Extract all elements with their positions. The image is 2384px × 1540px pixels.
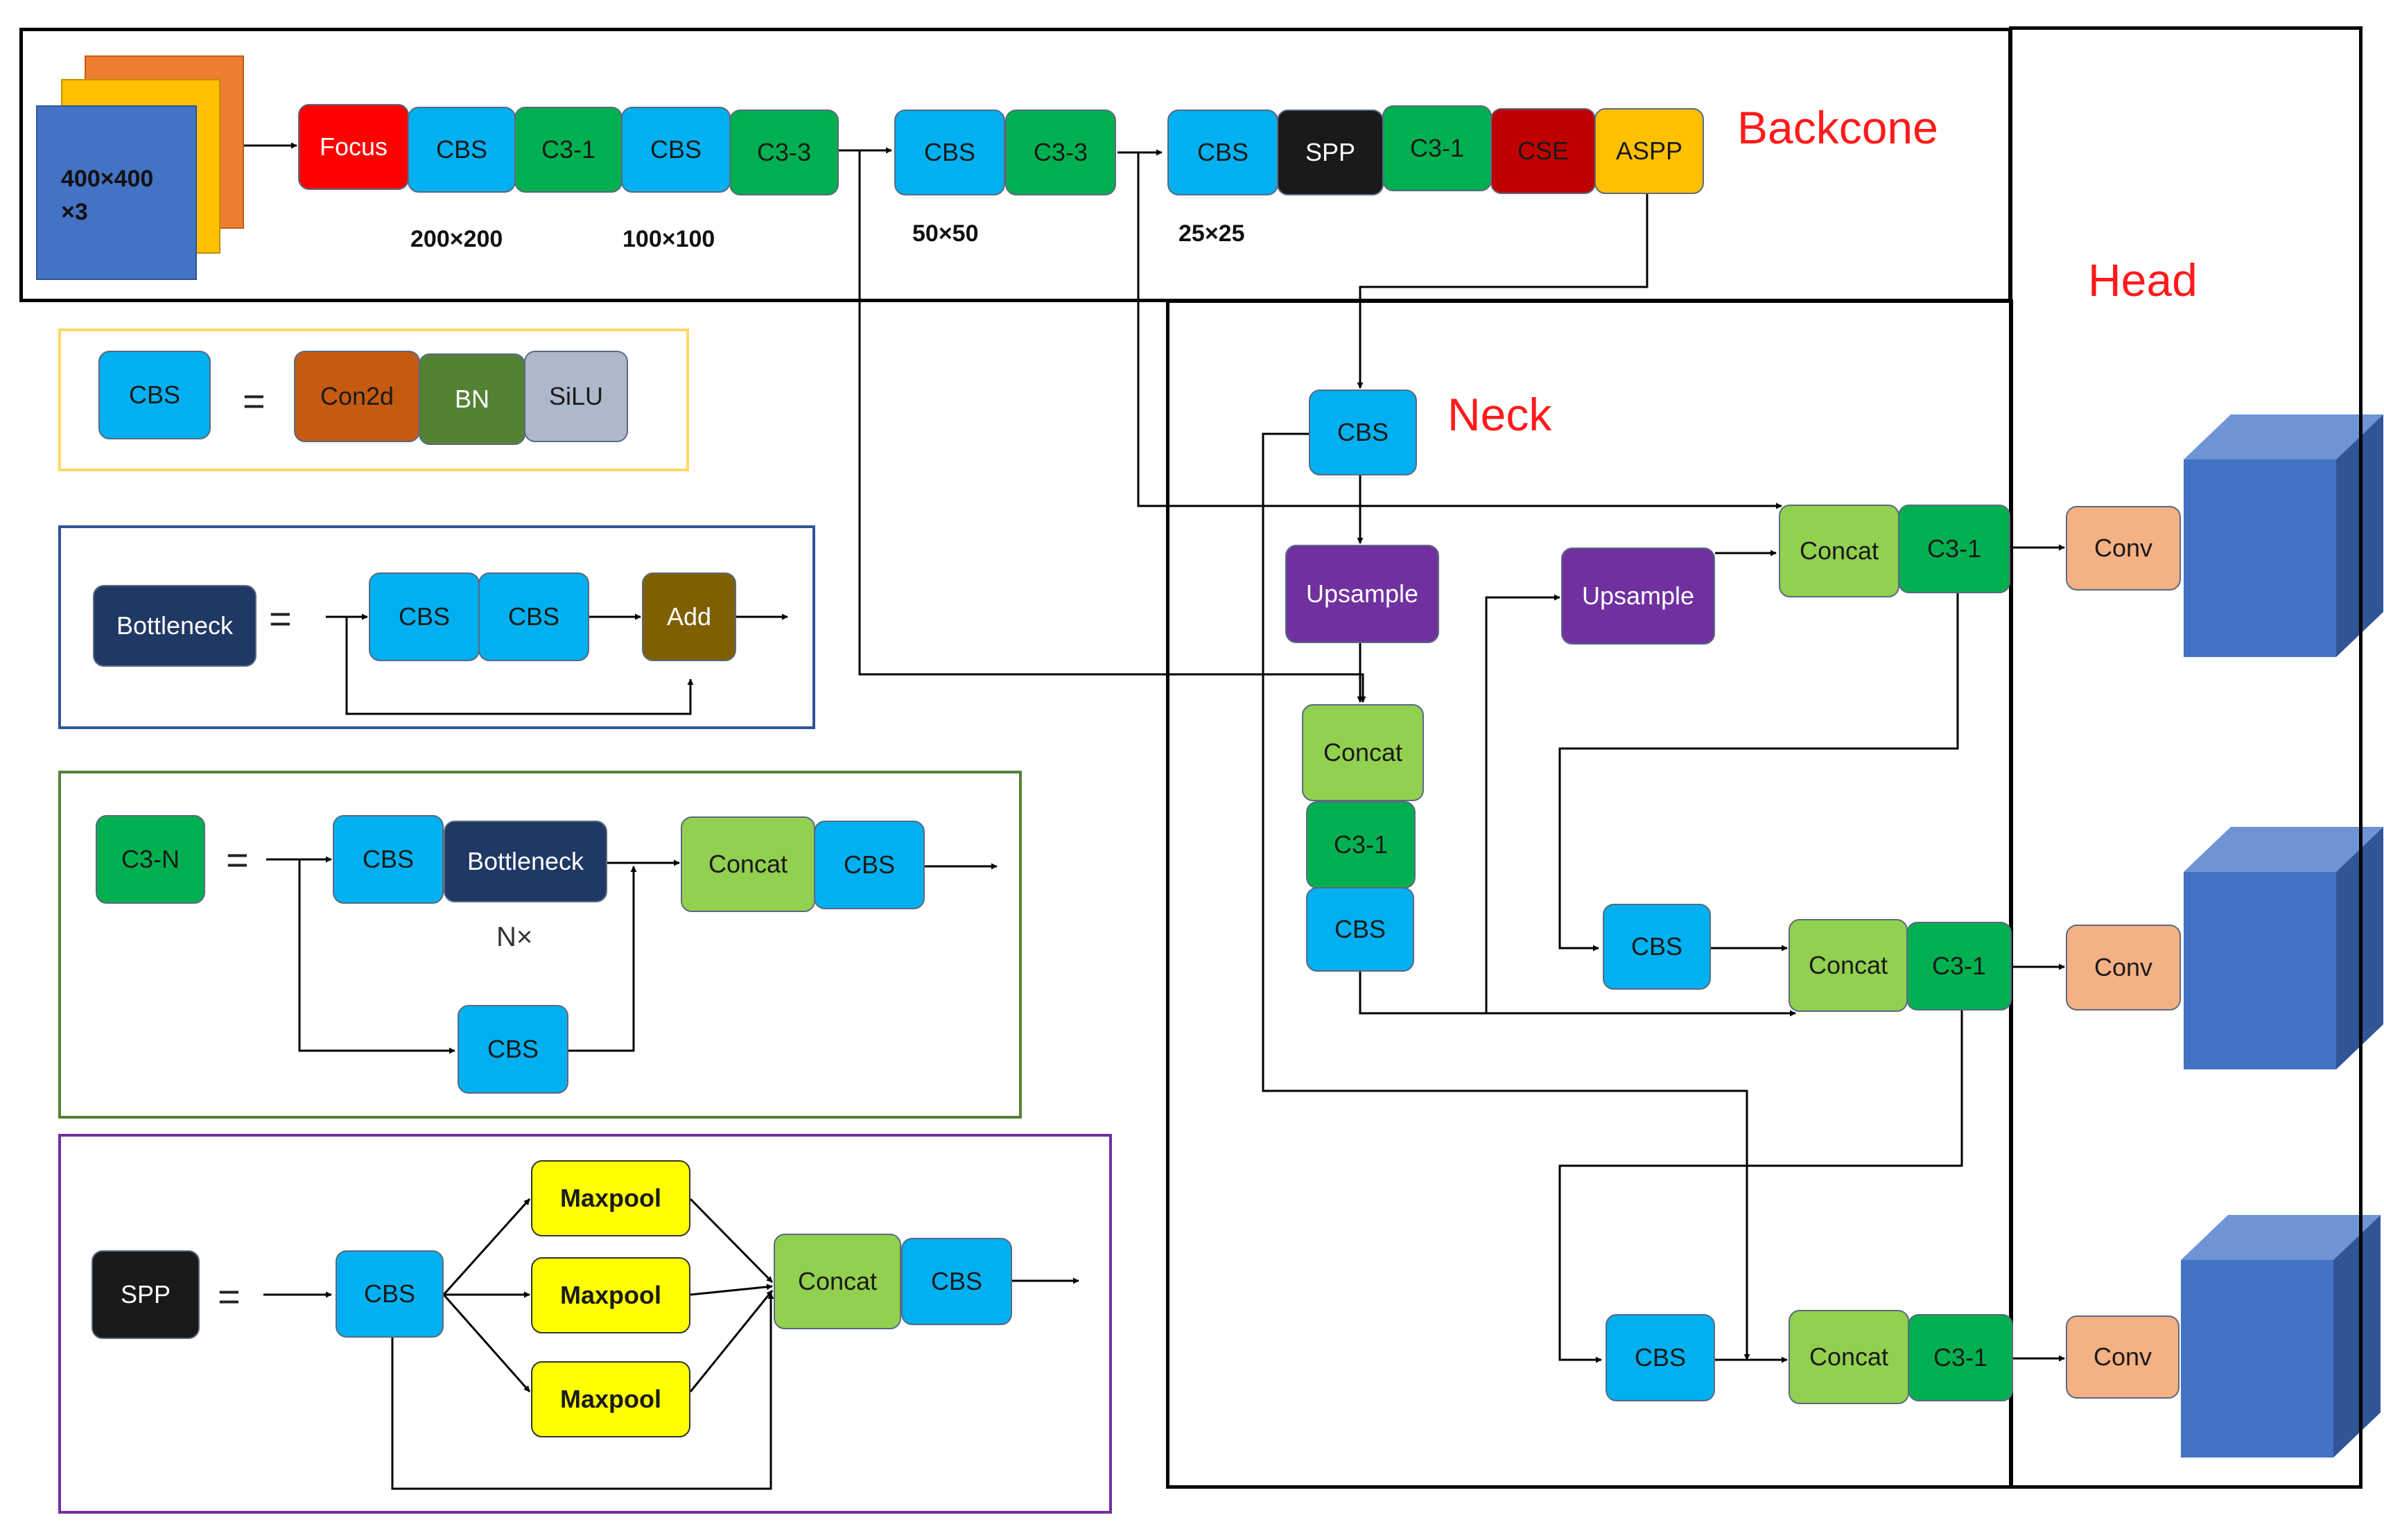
input-size-line1: 400×400 bbox=[61, 166, 154, 192]
legend-add: Add bbox=[642, 572, 736, 661]
legend-spp-equals: = bbox=[218, 1275, 241, 1318]
neck-cbs-r2: CBS bbox=[1603, 904, 1711, 990]
backbone-title: Backcone bbox=[1737, 102, 1938, 153]
legend-cbs-frame bbox=[58, 329, 689, 471]
neck-c3-1-r2: C3-1 bbox=[1906, 922, 2012, 1010]
backbone-spp: SPP bbox=[1277, 110, 1384, 195]
head-output-cube-2 bbox=[2184, 827, 2383, 1069]
legend-silu: SiLU bbox=[524, 351, 628, 442]
neck-c3-1-a: C3-1 bbox=[1306, 801, 1416, 889]
legend-spp-lhs: SPP bbox=[92, 1250, 200, 1339]
backbone-c3-1: C3-1 bbox=[514, 107, 623, 193]
legend-c3-concat: Concat bbox=[681, 816, 815, 912]
head-output-cube-1 bbox=[2184, 414, 2383, 657]
backbone-cbs-2: CBS bbox=[621, 107, 731, 193]
legend-spp-concat: Concat bbox=[774, 1234, 901, 1329]
legend-spp-cbs: CBS bbox=[336, 1250, 444, 1338]
legend-c3-frame bbox=[58, 771, 1022, 1119]
legend-cbs-lhs: CBS bbox=[98, 351, 211, 439]
legend-c3-equals: = bbox=[226, 838, 249, 882]
neck-title: Neck bbox=[1447, 389, 1552, 440]
legend-maxpool-1: Maxpool bbox=[531, 1160, 690, 1236]
head-conv-2: Conv bbox=[2066, 925, 2181, 1010]
legend-bottleneck-cbs-2: CBS bbox=[478, 572, 589, 661]
neck-cbs-mid: CBS bbox=[1306, 887, 1414, 972]
neck-upsample-1: Upsample bbox=[1285, 545, 1439, 643]
backbone-c3-1-b: C3-1 bbox=[1382, 105, 1492, 191]
head-conv-1: Conv bbox=[2066, 506, 2181, 590]
backbone-cbs-3: CBS bbox=[894, 110, 1005, 195]
legend-bottleneck-equals: = bbox=[269, 597, 292, 640]
dim-25: 25×25 bbox=[1178, 220, 1245, 247]
neck-concat-top: Concat bbox=[1779, 505, 1899, 597]
head-frame bbox=[2009, 26, 2363, 1489]
backbone-cbs-1: CBS bbox=[408, 107, 516, 193]
neck-c3-1-top: C3-1 bbox=[1898, 505, 2010, 593]
head-title: Head bbox=[2088, 254, 2198, 306]
legend-c3-cbs-b: CBS bbox=[458, 1005, 568, 1094]
legend-bn: BN bbox=[419, 353, 525, 445]
neck-concat-r3: Concat bbox=[1789, 1310, 1909, 1404]
neck-concat-1: Concat bbox=[1302, 704, 1424, 801]
neck-c3-1-r3: C3-1 bbox=[1908, 1314, 2013, 1401]
neck-cbs-r3: CBS bbox=[1606, 1314, 1715, 1401]
backbone-c3-3-b: C3-3 bbox=[1005, 110, 1116, 195]
legend-spp-cbs-out: CBS bbox=[901, 1238, 1012, 1325]
backbone-c3-3-a: C3-3 bbox=[729, 110, 839, 195]
backbone-cbs-4: CBS bbox=[1167, 110, 1278, 195]
input-size-label: 400×400 ×3 bbox=[61, 162, 153, 229]
backbone-aspp: ASPP bbox=[1594, 108, 1704, 194]
legend-c3-lhs: C3-N bbox=[96, 815, 205, 904]
legend-spp-frame bbox=[58, 1134, 1112, 1514]
legend-c3-cbs-c: CBS bbox=[814, 821, 925, 909]
neck-concat-r2: Concat bbox=[1789, 919, 1908, 1012]
legend-c3-bottleneck: Bottleneck bbox=[444, 821, 607, 902]
legend-c3-cbs-a: CBS bbox=[333, 815, 444, 904]
legend-bottleneck-frame bbox=[58, 525, 815, 729]
legend-maxpool-2: Maxpool bbox=[531, 1257, 690, 1333]
legend-bottleneck-cbs-1: CBS bbox=[369, 572, 480, 661]
dim-50: 50×50 bbox=[912, 220, 979, 247]
neck-upsample-2: Upsample bbox=[1561, 548, 1715, 645]
legend-bottleneck-lhs: Bottleneck bbox=[93, 585, 256, 667]
input-image: 400×400 ×3 bbox=[36, 105, 197, 280]
backbone-cse: CSE bbox=[1490, 108, 1596, 194]
head-output-cube-3 bbox=[2181, 1215, 2381, 1458]
legend-conv2d: Con2d bbox=[294, 351, 420, 442]
legend-cbs-equals: = bbox=[243, 379, 266, 423]
head-conv-3: Conv bbox=[2066, 1315, 2179, 1399]
dim-100: 100×100 bbox=[623, 226, 715, 252]
input-size-line2: ×3 bbox=[61, 199, 88, 225]
dim-200: 200×200 bbox=[410, 226, 503, 252]
legend-maxpool-3: Maxpool bbox=[531, 1361, 690, 1437]
backbone-focus: Focus bbox=[298, 104, 409, 190]
legend-c3-repeat-label: N× bbox=[496, 922, 533, 952]
neck-cbs-top: CBS bbox=[1309, 390, 1417, 475]
